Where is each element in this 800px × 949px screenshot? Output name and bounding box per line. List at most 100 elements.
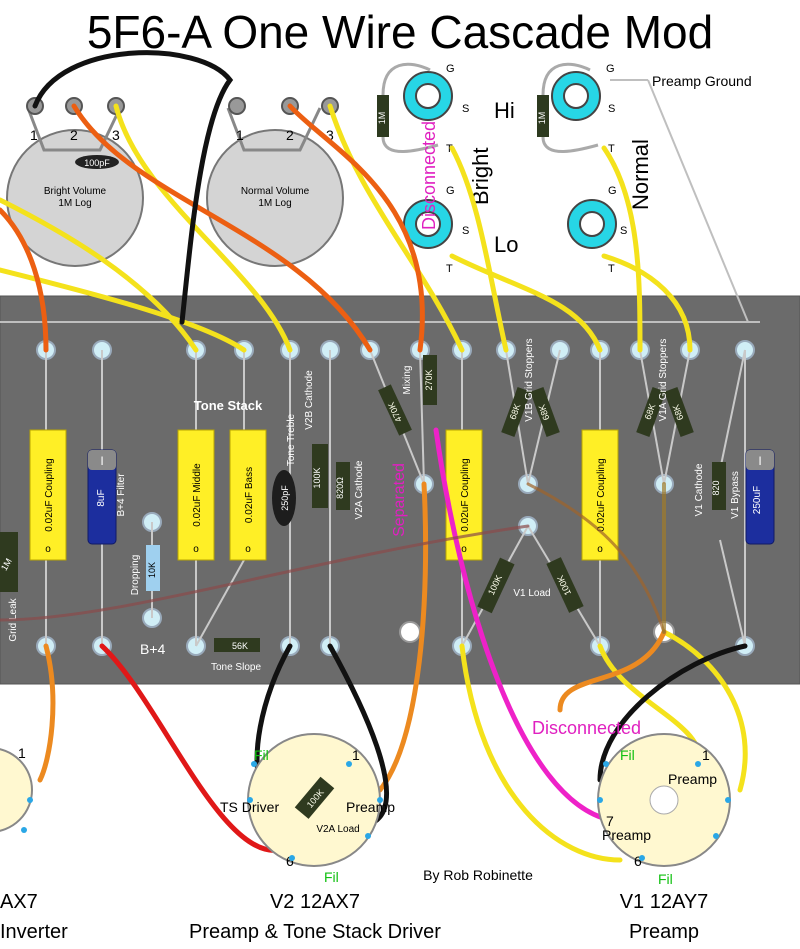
v1-load-label: V1 Load: [513, 588, 550, 599]
mixing-270k: 270K: [423, 355, 437, 405]
bright-jack-resistor: [377, 95, 389, 137]
separated-eyelet: [399, 621, 421, 643]
pot2-pin-2: 2: [286, 127, 294, 143]
v1b-grid-label: V1B Grid Stoppers: [524, 338, 535, 421]
v1-pin-6: 6: [634, 853, 642, 869]
v1-tube: [597, 733, 731, 867]
v2-tube-desc: Preamp & Tone Stack Driver: [189, 921, 441, 943]
pot2-pin-1: 1: [236, 127, 244, 143]
v2a-cathode-value: 820Ω: [335, 477, 345, 499]
normal-volume-pot[interactable]: Normal Volume 1M Log: [206, 107, 344, 267]
author-credit: By Rob Robinette: [423, 867, 533, 883]
tone-slope-label: Tone Slope: [211, 662, 261, 673]
svg-text:B+4 Filter: B+4 Filter: [116, 473, 127, 517]
treble-cap-value: 250pF: [280, 485, 290, 511]
jack-s-3: S: [608, 103, 615, 115]
svg-text:250uF: 250uF: [752, 486, 763, 514]
jack-t-3: T: [608, 143, 615, 155]
middle-cap: 0.02uF Middle o: [177, 429, 215, 561]
resistors: [0, 444, 726, 652]
jack-s-1: S: [462, 103, 469, 115]
jack-g-2: G: [446, 185, 455, 197]
normal-volume-taper: 1M Log: [258, 198, 291, 209]
v1-fil-label-2: Fil: [658, 871, 673, 887]
svg-text:0.02uF Coupling: 0.02uF Coupling: [44, 458, 55, 531]
separated-label: Separated: [391, 463, 408, 537]
normal-hi-jack[interactable]: [551, 71, 601, 121]
ts-driver-label: TS Driver: [220, 799, 279, 815]
svg-text:V1 Bypass: V1 Bypass: [730, 471, 741, 519]
lo-label: Lo: [494, 232, 518, 257]
v1-cathode-label: V1 Cathode: [694, 463, 705, 516]
v2b-cathode-value: 100K: [312, 467, 322, 488]
jack-t-2: T: [446, 263, 453, 275]
pot-pin-3: 3: [112, 127, 120, 143]
jack-g-3: G: [606, 63, 615, 75]
preamp-ground-label: Preamp Ground: [652, 73, 752, 89]
v1a-grid-stopper-2: 68K: [664, 387, 694, 437]
v1-preamp-label: Preamp: [668, 771, 717, 787]
v1a-grid-stopper-1: 68K: [636, 387, 666, 437]
normal-label: Normal: [628, 139, 653, 210]
b4-filter-cap: I 8uF B+4 Filter: [87, 449, 127, 545]
svg-text:I: I: [758, 454, 761, 468]
v2-fil-label: Fil: [254, 747, 269, 763]
v1-pin-1: 1: [702, 747, 710, 763]
bright-volume-label: Bright Volume: [44, 186, 107, 197]
coupling-cap-2: 0.02uF Coupling o: [445, 429, 483, 561]
svg-text:270K: 270K: [424, 369, 434, 390]
pi-tube-desc: Inverter: [0, 921, 68, 943]
v2-tube-name: V2 12AX7: [270, 891, 360, 913]
svg-text:I: I: [100, 454, 103, 468]
svg-text:8uF: 8uF: [96, 489, 107, 506]
v2a-load-label: V2A Load: [316, 824, 359, 835]
pi-tube-name: AX7: [0, 891, 38, 913]
v1-load-1: 100K: [477, 557, 515, 614]
ground-wire-diag: [647, 79, 749, 323]
tone-stack-label: Tone Stack: [194, 398, 263, 413]
bright-cap-value: 100pF: [84, 158, 110, 168]
jack-s-2: S: [462, 225, 469, 237]
bright-resistor-value: 1M: [377, 112, 387, 125]
svg-text:0.02uF Bass: 0.02uF Bass: [244, 467, 255, 523]
bright-hi-jack[interactable]: [403, 71, 453, 121]
v1-cathode-value: 820: [711, 480, 721, 495]
coupling-cap-1: 0.02uF Coupling o: [29, 429, 67, 561]
tone-treble-label: Tone Treble: [286, 413, 297, 466]
v1b-grid-stopper-2: 68K: [530, 387, 560, 437]
pot2-pin-3: 3: [326, 127, 334, 143]
v1-bypass-cap: I 250uF V1 Bypass: [730, 449, 775, 545]
v1b-grid-stopper-1: 68K: [501, 387, 531, 437]
bright-volume-pot[interactable]: Bright Volume 1M Log 100pF: [6, 107, 144, 267]
normal-jack-resistor: [537, 95, 549, 137]
v2-pin-6: 6: [286, 853, 294, 869]
v2-fil-label-2: Fil: [324, 869, 339, 885]
svg-text:o: o: [461, 544, 467, 555]
bright-volume-taper: 1M Log: [58, 198, 91, 209]
jack-s-4: S: [620, 225, 627, 237]
svg-text:o: o: [45, 544, 51, 555]
v1-load-2: 100K: [546, 557, 584, 613]
v1-pin-7: 7: [606, 813, 614, 829]
v2-pin-1: 1: [352, 747, 360, 763]
normal-resistor-value: 1M: [537, 112, 547, 125]
v1-tube-name: V1 12AY7: [620, 891, 709, 913]
v1-fil-label: Fil: [620, 747, 635, 763]
b4-label: B+4: [140, 641, 166, 657]
diagram-title: 5F6-A One Wire Cascade Mod: [87, 6, 713, 58]
normal-volume-label: Normal Volume: [241, 186, 310, 197]
bright-lo-jack[interactable]: [403, 199, 453, 249]
jack-t-4: T: [608, 263, 615, 275]
jack-disconnected-label: Disconnected: [419, 121, 439, 230]
v2-tube: 100K V2A Load: [247, 733, 381, 867]
tube-disconnected-label: Disconnected: [532, 718, 641, 738]
svg-text:0.02uF Coupling: 0.02uF Coupling: [460, 458, 471, 531]
pi-pin-1: 1: [18, 745, 26, 761]
v1a-grid-label: V1A Grid Stoppers: [658, 339, 669, 422]
svg-text:o: o: [597, 544, 603, 555]
tone-slope-value: 56K: [232, 641, 248, 651]
normal-lo-jack[interactable]: [567, 199, 617, 249]
dropping-value: 10K: [147, 562, 157, 578]
dropping-label: Dropping: [130, 555, 141, 596]
